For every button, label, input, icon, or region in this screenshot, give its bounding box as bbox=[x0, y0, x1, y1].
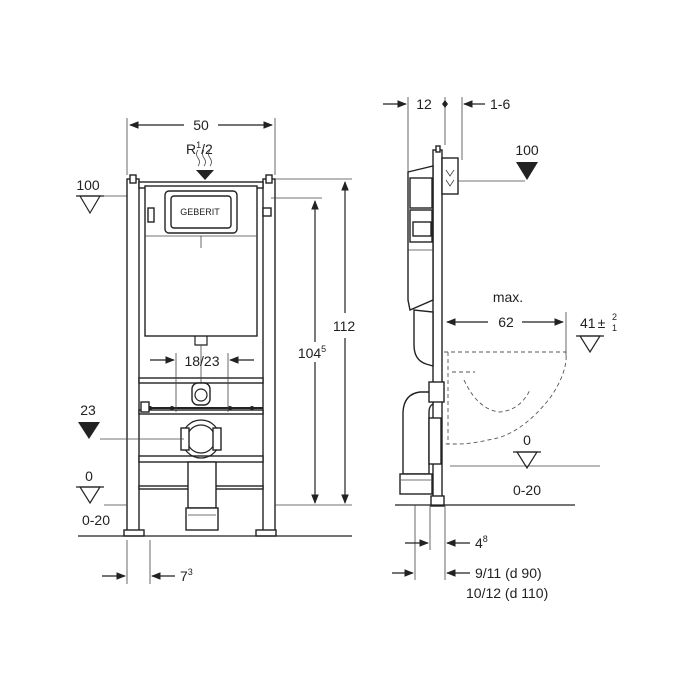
drain-outlet bbox=[180, 419, 222, 531]
projection-dimension: max. 62 bbox=[446, 289, 567, 356]
foot-width-label: 73 bbox=[180, 567, 193, 584]
height-dimensions: 112 1045 bbox=[271, 178, 356, 504]
width-label: 50 bbox=[193, 117, 209, 133]
wall-offset-dimension: 48 bbox=[405, 505, 488, 580]
water-inlet: R1/2 bbox=[186, 140, 214, 180]
max-label: max. bbox=[493, 289, 523, 305]
pipe-spacing-dimension: 18/23 bbox=[150, 353, 254, 412]
flush-pipe bbox=[140, 345, 263, 413]
inlet-label: R1/2 bbox=[186, 140, 213, 157]
side-level-0-marker: 0 0-20 bbox=[395, 432, 600, 506]
drain-offset-dimension: 9/11 (d 90) 10/12 (d 110) bbox=[392, 565, 548, 601]
cistern-side bbox=[407, 165, 434, 367]
frame bbox=[123, 174, 277, 537]
level-100-marker: 100 bbox=[76, 177, 135, 215]
level-triangle-icon bbox=[515, 451, 539, 470]
drain-label-2: 10/12 (d 110) bbox=[466, 585, 548, 601]
water-inlet-icon bbox=[196, 149, 200, 167]
side-level-100-marker: 100 bbox=[515, 142, 539, 180]
pipe-spacing-label: 18/23 bbox=[184, 353, 219, 369]
level-0-marker: 0 0-20 bbox=[76, 468, 352, 537]
drain-label-1: 9/11 (d 90) bbox=[475, 565, 542, 581]
brand-label: GEBERIT bbox=[180, 207, 220, 217]
wall-offset-label: 48 bbox=[475, 534, 488, 551]
level-triangle-icon bbox=[78, 195, 102, 215]
width-dimension: 50 bbox=[126, 117, 276, 175]
level-100-label: 100 bbox=[76, 177, 100, 193]
cistern: GEBERIT bbox=[144, 185, 272, 346]
bowl-height-marker: 41± 2 1 bbox=[576, 312, 617, 354]
side-floor-range-label: 0-20 bbox=[513, 482, 541, 498]
bowl-height-tol-top: 2 bbox=[612, 312, 617, 322]
drain-bend bbox=[399, 381, 445, 495]
bowl-height-label: 41± bbox=[580, 315, 606, 331]
wc-bowl bbox=[444, 351, 567, 445]
offset-label: 1-6 bbox=[490, 96, 510, 112]
bowl-height-tol-bottom: 1 bbox=[612, 323, 617, 333]
total-height-label: 112 bbox=[333, 318, 356, 334]
level-triangle-icon bbox=[578, 335, 602, 354]
depth-label: 12 bbox=[416, 96, 432, 112]
floor-range-label: 0-20 bbox=[82, 512, 110, 528]
level-0-label: 0 bbox=[85, 468, 93, 484]
level-triangle-filled-icon bbox=[516, 162, 538, 180]
side-view: 12 1-6 bbox=[383, 96, 617, 601]
level-triangle-icon bbox=[78, 486, 102, 505]
flush-height-label: 1045 bbox=[298, 344, 326, 361]
foot-width-dimension: 73 bbox=[102, 540, 193, 584]
level-triangle-filled-icon bbox=[78, 422, 100, 439]
side-level-0-label: 0 bbox=[523, 432, 531, 448]
depth-dimension: 12 1-6 bbox=[383, 96, 510, 175]
level-23-label: 23 bbox=[80, 402, 96, 418]
side-level-100-label: 100 bbox=[515, 142, 539, 158]
front-view: 50 R1/2 100 bbox=[76, 117, 355, 584]
level-23-marker: 23 bbox=[78, 402, 184, 440]
max-value-label: 62 bbox=[498, 314, 514, 330]
